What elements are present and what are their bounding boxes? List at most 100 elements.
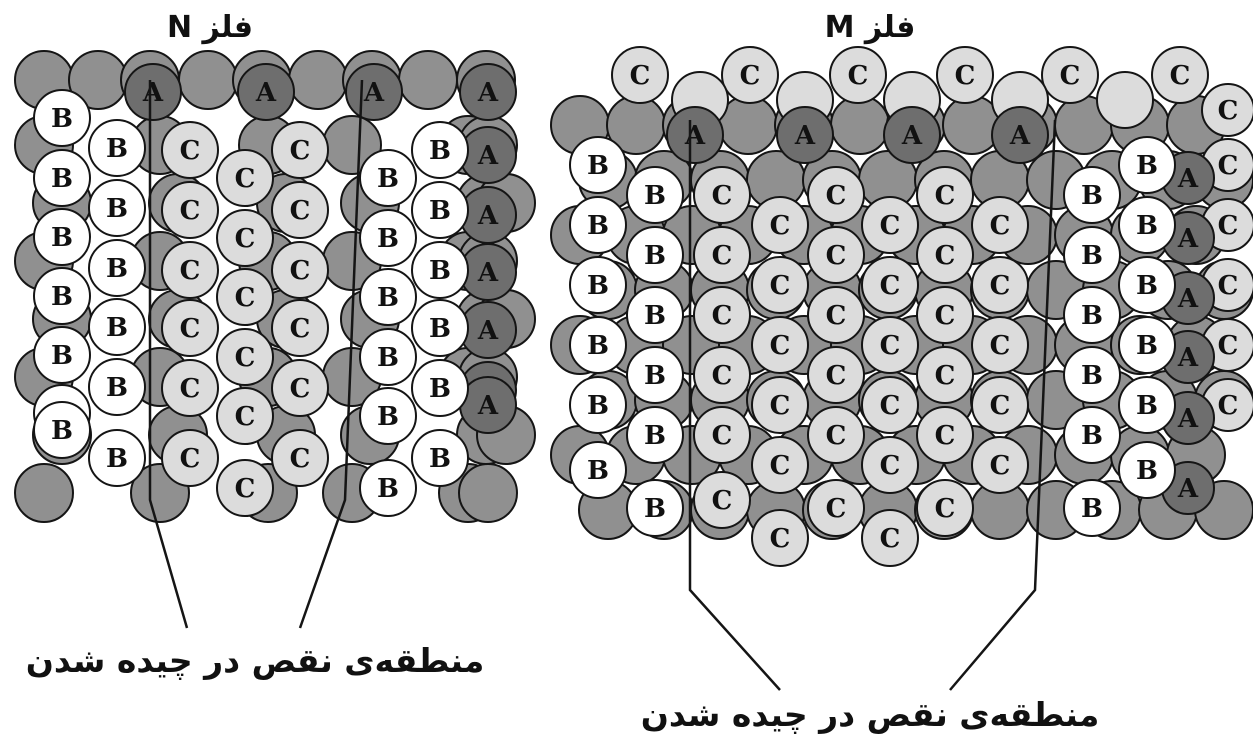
atom-b-label: B (106, 373, 128, 403)
atom-c-label: C (712, 241, 733, 271)
atom-b-label: B (106, 194, 128, 224)
atom-a-label: A (1177, 404, 1199, 434)
atom-b-label: B (1136, 331, 1158, 361)
atom-b-label: B (377, 164, 399, 194)
atom-b-label: B (51, 282, 73, 312)
atom-c-label: C (1218, 96, 1239, 126)
atom-b-label: B (377, 343, 399, 373)
atom-b-label: B (1081, 494, 1103, 524)
atom-c-label: C (290, 136, 311, 166)
atom-b-label: B (644, 421, 666, 451)
atom-b-label: B (1136, 456, 1158, 486)
atom-b-label: B (429, 196, 451, 226)
atom-c-label: C (770, 331, 791, 361)
atom-c-label: C (235, 164, 256, 194)
atom-c-label: C (880, 331, 901, 361)
background-atom (15, 464, 73, 522)
atom-c-label: C (826, 181, 847, 211)
atom-a-label: A (1009, 121, 1031, 151)
atom-a-label: A (477, 258, 499, 288)
atom-b-label: B (377, 402, 399, 432)
atom-a-label: A (684, 121, 706, 151)
atom-b-label: B (429, 374, 451, 404)
atom-c-label: C (990, 391, 1011, 421)
atom-c-label: C (770, 271, 791, 301)
atom-c-label: C (770, 524, 791, 554)
atom-b-label: B (51, 341, 73, 371)
atom-b-label: B (1081, 421, 1103, 451)
atom-c-label: C (955, 61, 976, 91)
atom-b-label: B (1136, 391, 1158, 421)
atom-b-label: B (429, 136, 451, 166)
atom-b-label: B (377, 474, 399, 504)
atom-b-label: B (644, 301, 666, 331)
atom-a-label: A (1177, 284, 1199, 314)
atom-c-label: C (826, 241, 847, 271)
atom-a-label: A (477, 78, 499, 108)
atom-b-label: B (377, 224, 399, 254)
atom-c-label: C (880, 271, 901, 301)
atom-c-label: C (180, 196, 201, 226)
atom-b-label: B (429, 314, 451, 344)
atom-b-label: B (1136, 211, 1158, 241)
atom-c-label: C (235, 224, 256, 254)
panel-m-caption: منطقه‌ی نقص در چیده شدن (641, 695, 1100, 734)
atom-b-label: B (587, 456, 609, 486)
atom-c-label: C (712, 181, 733, 211)
atom-b-label: B (587, 151, 609, 181)
atom-c-label: C (712, 301, 733, 331)
atom-c-label: C (770, 211, 791, 241)
atom-b-label: B (51, 104, 73, 134)
atom-a-label: A (1177, 224, 1199, 254)
atom-c-label: C (235, 474, 256, 504)
atom-c-label: C (935, 361, 956, 391)
atom-a-label: A (901, 121, 923, 151)
panel-n-title: فلز N (167, 10, 253, 45)
background-atom (459, 464, 517, 522)
atom-b-label: B (644, 494, 666, 524)
atom-c-label: C (826, 494, 847, 524)
atom-c-label: C (826, 301, 847, 331)
atom-c-label: C (848, 61, 869, 91)
atom-c-label: C (826, 421, 847, 451)
panel-m-title: فلز M (825, 10, 916, 45)
atom-c-label: C (1170, 61, 1191, 91)
atom-c-label: C (935, 494, 956, 524)
atom-c-label: C (290, 256, 311, 286)
atom-b-label: B (106, 134, 128, 164)
atom-c-label: C (180, 314, 201, 344)
atom-c-label: C (180, 256, 201, 286)
atom-c-label: C (935, 421, 956, 451)
atom-b-label: B (587, 391, 609, 421)
atom-c-label: C (290, 374, 311, 404)
atom-c-label: C (712, 361, 733, 391)
atom-c-label: C (740, 61, 761, 91)
atom-b-label: B (51, 164, 73, 194)
atom-b-label: B (51, 416, 73, 446)
background-atom (831, 96, 889, 154)
atom-a-label: A (142, 78, 164, 108)
background-atom (1097, 72, 1153, 128)
atom-c-label: C (630, 61, 651, 91)
atom-c-label: C (826, 361, 847, 391)
atom-c-label: C (770, 451, 791, 481)
atom-b-label: B (587, 331, 609, 361)
atom-c-label: C (1218, 211, 1239, 241)
atom-c-label: C (990, 211, 1011, 241)
atom-c-label: C (235, 343, 256, 373)
atom-b-label: B (1136, 271, 1158, 301)
atom-c-label: C (990, 271, 1011, 301)
atom-c-label: C (935, 181, 956, 211)
panel-n-caption: منطقه‌ی نقص در چیده شدن (26, 641, 485, 680)
atom-a-label: A (477, 391, 499, 421)
atom-c-label: C (990, 331, 1011, 361)
background-atom (399, 51, 457, 109)
atom-c-label: C (290, 196, 311, 226)
atom-b-label: B (429, 444, 451, 474)
atom-a-label: A (477, 201, 499, 231)
atom-a-label: A (794, 121, 816, 151)
atom-a-label: A (1177, 164, 1199, 194)
panel-metal-n: AAAAAAAAAABBBBBBBBBBBBBCCCCCCCCCCCCCCCCC… (15, 51, 535, 628)
atom-a-label: A (1177, 343, 1199, 373)
